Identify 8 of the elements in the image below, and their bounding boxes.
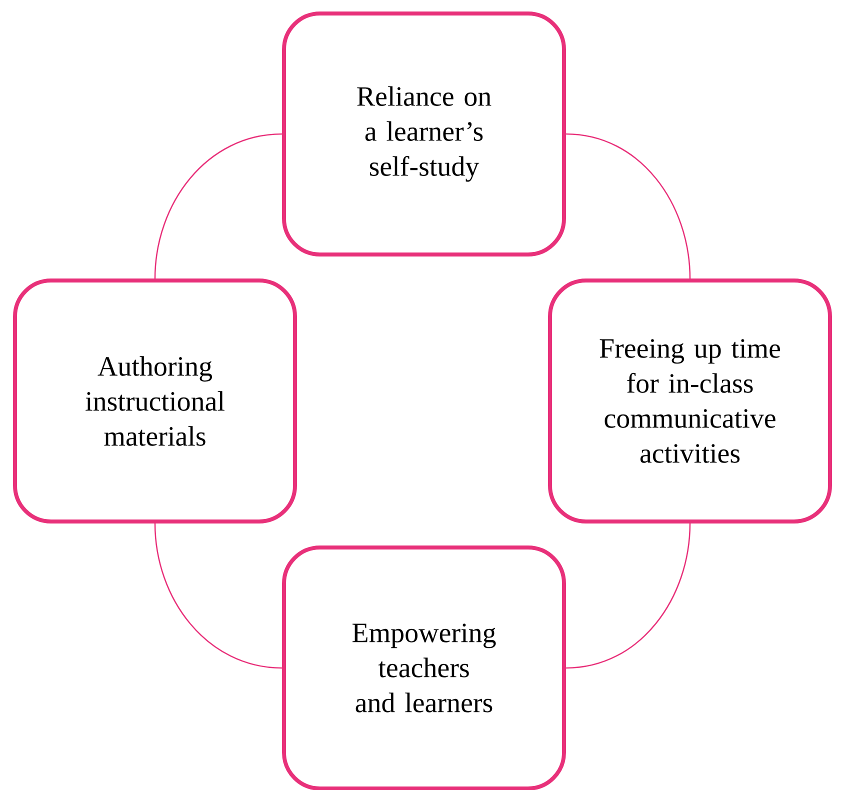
process-box: Freeing up time for in-class communicative activities <box>548 278 832 524</box>
connector-arc <box>154 133 282 279</box>
process-box: Reliance on a learner’s self-study <box>282 12 566 256</box>
connector-arc <box>566 523 691 669</box>
process-box: Empowering teachers and learners <box>282 545 566 790</box>
connector-arc <box>566 133 691 279</box>
connector-arc <box>154 523 282 669</box>
process-box: Authoring instructional materials <box>13 278 297 524</box>
